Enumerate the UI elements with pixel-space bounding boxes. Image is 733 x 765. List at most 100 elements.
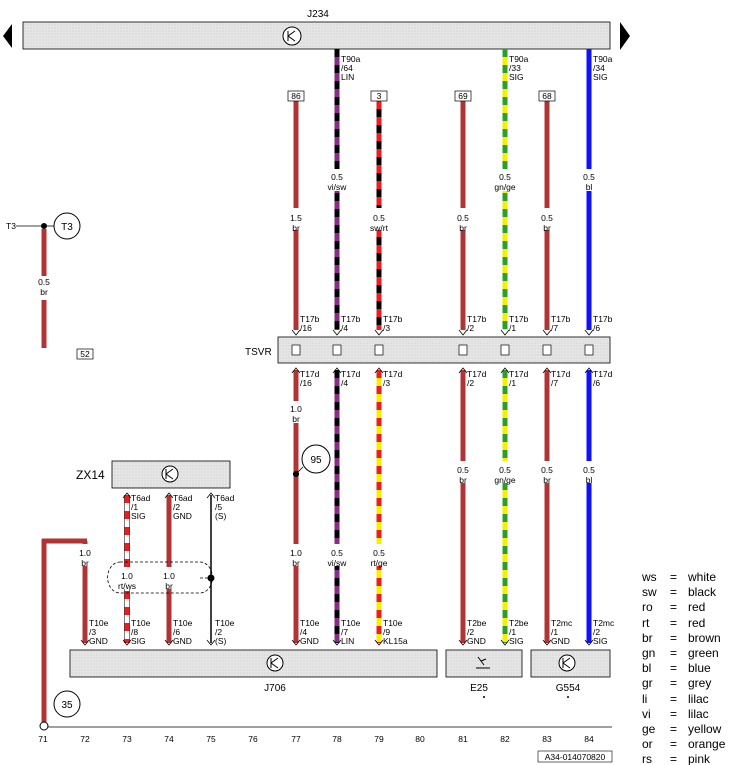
pin-label: /3 bbox=[383, 323, 390, 333]
pin-label: T17b bbox=[551, 314, 571, 324]
pin-label: LIN bbox=[341, 636, 354, 646]
pin-label: T6ad bbox=[131, 493, 151, 503]
legend-equals: = bbox=[670, 630, 678, 645]
ground-95-label: 95 bbox=[310, 455, 322, 466]
legend-equals: = bbox=[670, 691, 678, 706]
plug-icon bbox=[458, 367, 468, 374]
transistor-icon bbox=[282, 26, 302, 46]
plug-icon bbox=[500, 367, 510, 374]
legend-row: ws=white bbox=[642, 570, 732, 585]
label-bg bbox=[450, 461, 476, 483]
plug-icon bbox=[332, 367, 342, 374]
pin-label: T6ad bbox=[215, 493, 235, 503]
legend-code: gn bbox=[642, 646, 656, 661]
column-number-71: 71 bbox=[38, 734, 48, 744]
pin-label: KL15a bbox=[383, 636, 408, 646]
pin-label: /2 bbox=[467, 323, 474, 333]
wire-gauge-label: 0.5 bbox=[457, 465, 469, 475]
pin-label: /16 bbox=[300, 378, 312, 388]
switch-icon bbox=[476, 656, 490, 669]
wire-color-label: vi/sw bbox=[328, 558, 348, 568]
column-number-77: 77 bbox=[291, 734, 301, 744]
legend-color-name: lilac bbox=[688, 706, 709, 721]
legend-code: ro bbox=[642, 600, 653, 615]
wire-color-label: bl bbox=[586, 475, 593, 485]
wire-color-label: br bbox=[292, 414, 300, 424]
pin-label: GND bbox=[467, 636, 486, 646]
wire-gauge-label: 0.5 bbox=[331, 548, 343, 558]
pin-label: /64 bbox=[341, 63, 353, 73]
column-number-76: 76 bbox=[248, 734, 258, 744]
legend-color-name: yellow bbox=[688, 722, 722, 737]
plug-icon bbox=[122, 492, 132, 499]
legend-row: ge=yellow bbox=[642, 722, 732, 737]
terminal-box-label: 52 bbox=[80, 349, 90, 359]
terminal-box bbox=[454, 90, 472, 102]
legend-row: gn=green bbox=[642, 646, 732, 661]
terminal-box-label: 86 bbox=[291, 91, 301, 101]
terminal-box-label: 3 bbox=[377, 91, 382, 101]
pin-label: /2 bbox=[467, 627, 474, 637]
pin-label: /9 bbox=[383, 627, 390, 637]
plug-icon bbox=[374, 639, 384, 646]
pin-label: T2mc bbox=[551, 618, 573, 628]
continue-left-arrow-icon bbox=[3, 24, 12, 48]
wire-color-label: bl bbox=[586, 182, 593, 192]
column-number-75: 75 bbox=[206, 734, 216, 744]
legend-code: li bbox=[642, 691, 648, 706]
terminal-box-label: 69 bbox=[458, 91, 468, 101]
pin-label: T2be bbox=[509, 618, 529, 628]
wire-gauge-label: 0.5 bbox=[541, 465, 553, 475]
transistor-icon bbox=[558, 654, 576, 672]
label-bg bbox=[72, 544, 98, 566]
pin-label: T6ad bbox=[173, 493, 193, 503]
pin-label: SIG bbox=[131, 511, 146, 521]
junction-dot bbox=[293, 471, 299, 477]
pin-label: T17b bbox=[509, 314, 529, 324]
pin-label: T17b bbox=[593, 314, 613, 324]
plug-icon bbox=[542, 367, 552, 374]
label-bg bbox=[576, 461, 602, 483]
column-number-74: 74 bbox=[164, 734, 174, 744]
legend-code: rs bbox=[642, 752, 652, 765]
column-number-84: 84 bbox=[584, 734, 594, 744]
shield-ellipse bbox=[107, 561, 213, 594]
terminal-box bbox=[76, 348, 94, 360]
legend-equals: = bbox=[670, 752, 678, 765]
transistor-icon bbox=[161, 465, 179, 483]
legend-code: ge bbox=[642, 722, 656, 737]
label-bg bbox=[283, 544, 309, 566]
wire-gauge-label: 0.5 bbox=[583, 465, 595, 475]
pin-label: /33 bbox=[509, 63, 521, 73]
legend-code: br bbox=[642, 630, 653, 645]
plug-icon bbox=[458, 329, 468, 336]
column-number-81: 81 bbox=[458, 734, 468, 744]
legend-color-name: pink bbox=[688, 752, 711, 765]
pin-label: SIG bbox=[593, 636, 608, 646]
plug-icon bbox=[500, 639, 510, 646]
legend-color-name: green bbox=[688, 646, 719, 661]
legend-row: rs = pink bbox=[642, 752, 732, 765]
column-number-72: 72 bbox=[80, 734, 90, 744]
legend-equals: = bbox=[670, 585, 678, 600]
pin-label: /6 bbox=[593, 323, 600, 333]
pin-label: T17b bbox=[467, 314, 487, 324]
label-bg bbox=[450, 208, 476, 230]
pin-label: T17b bbox=[341, 314, 361, 324]
pin-label: /2 bbox=[593, 627, 600, 637]
pin-label: T10e bbox=[89, 618, 109, 628]
wire-color-label: br bbox=[459, 475, 467, 485]
pin-label: /2 bbox=[215, 627, 222, 637]
pin-label: T17d bbox=[383, 369, 403, 379]
pin-label: T17d bbox=[551, 369, 571, 379]
wire-color-label: br bbox=[543, 475, 551, 485]
pin-label: T17d bbox=[300, 369, 320, 379]
pin-label: /7 bbox=[551, 323, 558, 333]
wire-color-label: rt/ge bbox=[370, 558, 387, 568]
pin-label: T17b bbox=[383, 314, 403, 324]
zx14-label: ZX14 bbox=[76, 468, 105, 482]
label-bg bbox=[534, 208, 560, 230]
label-bg bbox=[534, 461, 560, 483]
